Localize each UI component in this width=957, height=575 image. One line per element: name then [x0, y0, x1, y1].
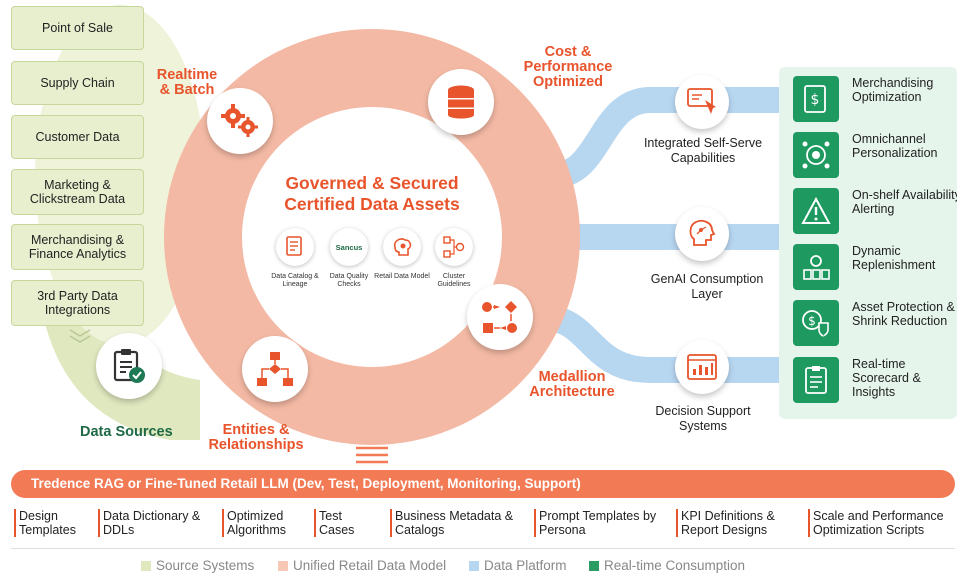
deliverable-test-cases: Test Cases [314, 509, 369, 537]
menu-lines-icon [356, 446, 388, 464]
gear-grid-icon [793, 244, 839, 290]
clipboard-check-icon [96, 333, 162, 399]
source-supply-chain[interactable]: Supply Chain [11, 61, 144, 105]
chevron-down-icon [69, 329, 91, 343]
svg-text:$: $ [808, 314, 816, 328]
ai-head-icon [675, 207, 729, 261]
source-merchandising[interactable]: Merchandising & Finance Analytics [11, 224, 144, 270]
source-third-party[interactable]: 3rd Party Data Integrations [11, 280, 144, 326]
database-icon [428, 69, 494, 135]
entities-label: Entities & Relationships [208, 422, 304, 453]
deliverable-scale-scripts: Scale and Performance Optimization Scrip… [808, 509, 957, 537]
center-disc [242, 107, 502, 367]
legend-swatch [589, 560, 599, 571]
divider [11, 548, 955, 549]
cost-performance-label: Cost & Performance Optimized [523, 44, 613, 90]
realtime-batch-label: Realtime & Batch [156, 67, 218, 98]
decision-support-label: Decision Support Systems [655, 404, 751, 433]
hierarchy-icon [242, 336, 308, 402]
source-point-of-sale[interactable]: Point of Sale [11, 6, 144, 50]
svg-text:$: $ [811, 92, 820, 108]
deliverable-metadata: Business Metadata & Catalogs [390, 509, 520, 537]
deliverable-algorithms: Optimized Algorithms [222, 509, 302, 537]
target-network-icon [793, 132, 839, 178]
legend-swatch [469, 560, 479, 571]
warning-icon [793, 188, 839, 234]
deliverable-kpi: KPI Definitions & Report Designs [676, 509, 796, 537]
deliverable-prompt-templates: Prompt Templates by Persona [534, 509, 659, 537]
catalog-icon [276, 228, 314, 266]
connector-bottom [543, 305, 780, 383]
self-serve-label: Integrated Self-Serve Capabilities [643, 136, 763, 165]
shield-dollar-icon: $ [793, 300, 839, 346]
legend-source: Source Systems [141, 558, 254, 573]
cluster-label: Cluster Guidelines [437, 273, 471, 288]
medallion-label: Medallion Architecture [529, 369, 615, 400]
legend-consumption: Real-time Consumption [589, 558, 745, 573]
legend-swatch [141, 560, 151, 571]
legend-swatch [278, 560, 288, 571]
deliverable-data-dictionary: Data Dictionary & DDLs [98, 509, 203, 537]
data-sources-label: Data Sources [80, 424, 173, 440]
source-customer-data[interactable]: Customer Data [11, 115, 144, 159]
self-serve-icon [675, 75, 729, 129]
sancus-logo: Sancus [330, 228, 368, 266]
legend-unified: Unified Retail Data Model [278, 558, 446, 573]
llm-bar: Tredence RAG or Fine-Tuned Retail LLM (D… [11, 470, 955, 498]
source-marketing[interactable]: Marketing & Clickstream Data [11, 169, 144, 215]
dashboard-icon [675, 340, 729, 394]
brain-gear-icon [383, 228, 421, 266]
connector-top [553, 87, 780, 188]
cluster-icon [435, 228, 473, 266]
genai-label: GenAI Consumption Layer [650, 272, 764, 301]
quality-label: Data Quality Checks [329, 273, 369, 288]
dollar-doc-icon: $ [793, 76, 839, 122]
deliverable-design-templates: Design Templates [14, 509, 89, 537]
retail-model-label: Retail Data Model [374, 273, 430, 280]
workflow-icon [467, 284, 533, 350]
gears-icon [207, 88, 273, 154]
legend-platform: Data Platform [469, 558, 567, 573]
clipboard-icon [793, 357, 839, 403]
catalog-label: Data Catalog & Lineage [271, 273, 319, 288]
center-title: Governed & Secured Certified Data Assets [284, 173, 460, 214]
